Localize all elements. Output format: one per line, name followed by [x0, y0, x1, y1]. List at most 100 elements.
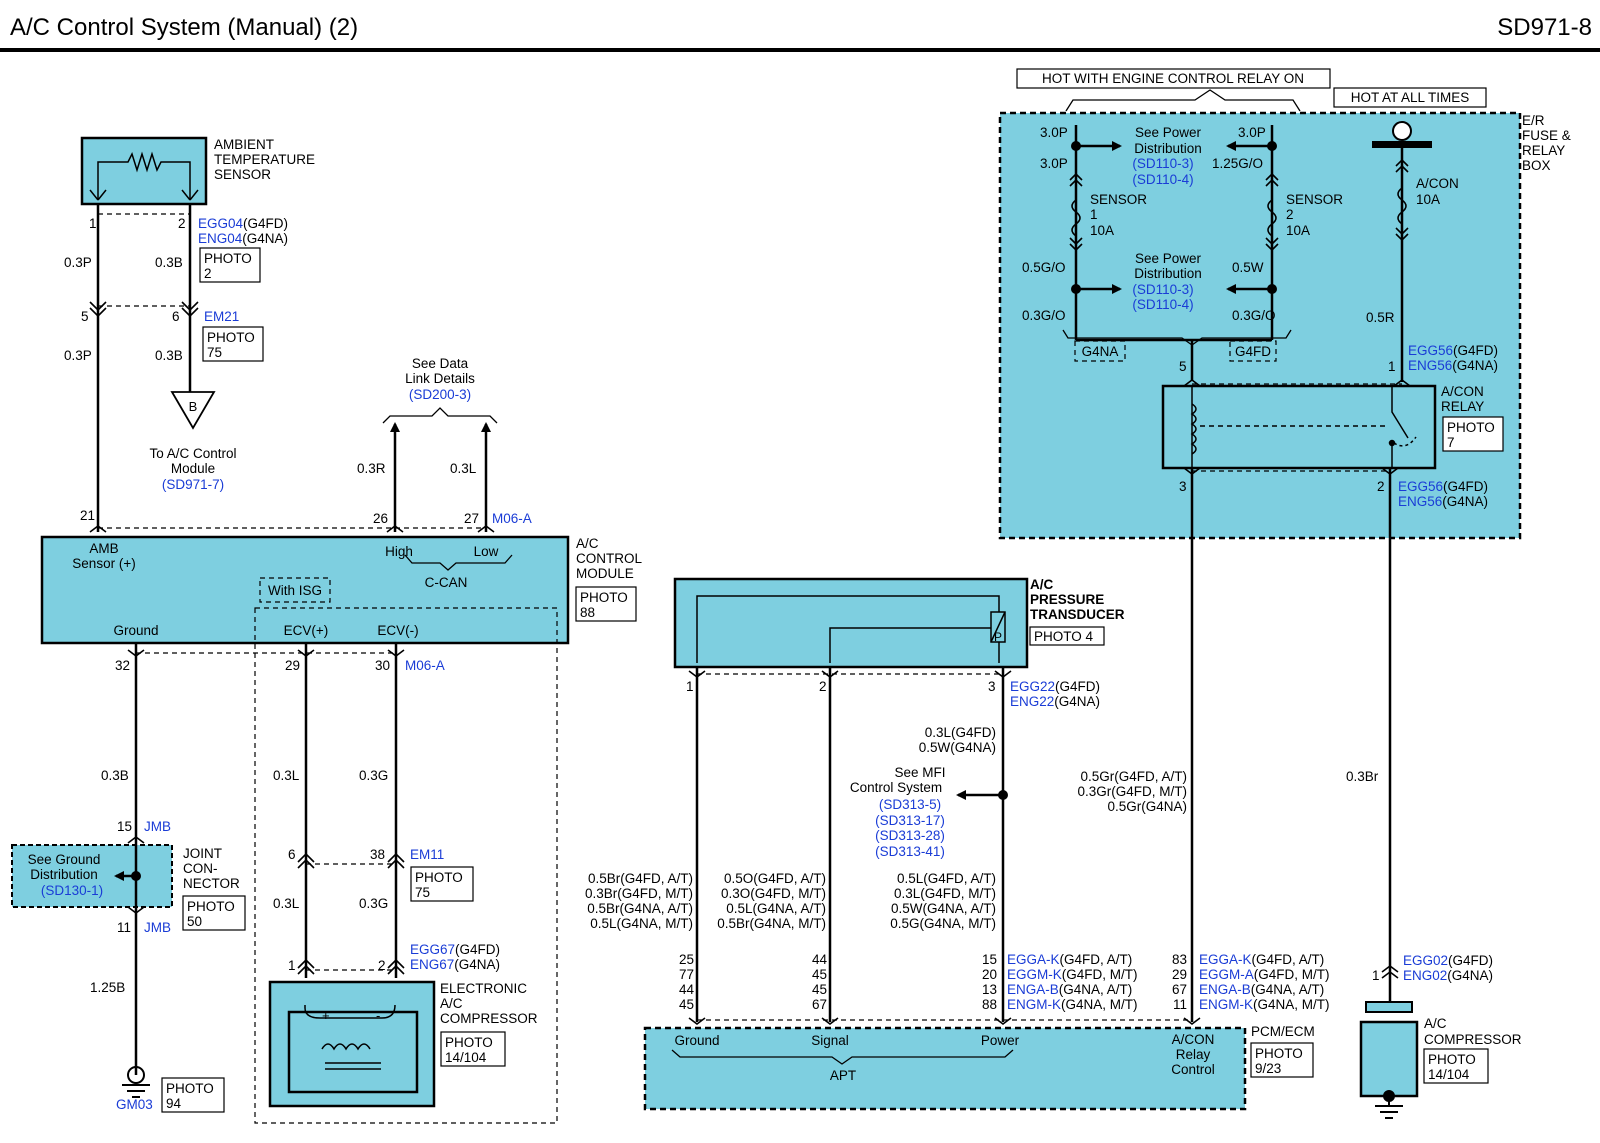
module-label-2: CONTROL	[576, 551, 642, 566]
transducer-pin-3: 3	[988, 679, 996, 694]
relay-photo-label: PHOTO	[1447, 420, 1495, 435]
p2-wire-4: 0.5Br(G4NA, M/T)	[717, 916, 826, 931]
m06a-connector-top: M06-A	[492, 511, 532, 526]
fuse-box-label-4: BOX	[1522, 158, 1551, 173]
jmb-pin-11: 11	[117, 920, 131, 935]
sensor1-fuse-num: 1	[1090, 207, 1098, 222]
mfi-ref-4: (SD313-41)	[875, 844, 945, 859]
thermistor-symbol	[89, 151, 199, 201]
sensor2-fuse-num: 2	[1286, 207, 1294, 222]
m06a-connector-bottom: M06-A	[405, 658, 445, 673]
compressor-photo-num: 14/104	[1428, 1067, 1470, 1082]
joint-connector-3: NECTOR	[183, 876, 240, 891]
hot-all-label: HOT AT ALL TIMES	[1351, 90, 1470, 105]
transducer-p3-wire-2: 0.5W(G4NA)	[919, 740, 996, 755]
pcm-power-pin-3: 13	[982, 982, 997, 997]
amb-wire-2-top: 0.3B	[155, 255, 183, 270]
pcm-relay-label-2: Relay	[1176, 1047, 1211, 1062]
sensor1-fuse-amp: 10A	[1090, 223, 1114, 238]
amb-pin-1: 1	[89, 216, 97, 231]
jmb-connector-1: JMB	[144, 819, 171, 834]
fuse-box-label-1: E/R	[1522, 113, 1545, 128]
amb-photo-label: PHOTO	[204, 251, 252, 266]
amb-conn-code-1: EGG04(G4FD)	[198, 216, 288, 231]
module-ecv-plus: ECV(+)	[284, 623, 329, 638]
data-link-text-1: See Data	[412, 356, 469, 371]
mfi-ref-3: (SD313-28)	[875, 828, 945, 843]
module-label-3: MODULE	[576, 566, 634, 581]
relay-label-2: RELAY	[1441, 399, 1484, 414]
electronic-compressor-photo-num: 14/104	[445, 1050, 487, 1065]
fuse-wire-125go: 1.25G/O	[1212, 156, 1263, 171]
ecv-pin-1: 1	[288, 958, 296, 973]
eng02-connector: ENG02(G4NA)	[1403, 968, 1493, 983]
pcm-signal-pin-2: 45	[812, 967, 827, 982]
ambient-temperature-sensor-box	[80, 136, 208, 206]
fuse-wire-05go: 0.5G/O	[1022, 260, 1066, 275]
fuse-wire-30p-c: 3.0P	[1040, 156, 1068, 171]
fuse-wire-05r: 0.5R	[1366, 310, 1395, 325]
pcm-power-pin-4: 88	[982, 997, 997, 1012]
ecv-wire-b: 0.3G	[359, 768, 388, 783]
connector-group-lines	[98, 213, 1402, 1124]
transducer-pin-1: 1	[686, 679, 694, 694]
ac-compressor-clutch	[1365, 1001, 1413, 1013]
electronic-compressor-2: A/C	[440, 996, 463, 1011]
pcm-relay-pin-4: 11	[1173, 997, 1187, 1012]
sensor2-fuse-label: SENSOR	[1286, 192, 1343, 207]
relay-pin-3: 3	[1179, 479, 1187, 494]
junction-dots	[131, 141, 1277, 881]
data-link-text-2: Link Details	[405, 371, 475, 386]
relay-pin-2: 2	[1377, 479, 1385, 494]
compressor-pin-1: 1	[1372, 968, 1380, 983]
em11-photo-num: 75	[415, 885, 430, 900]
module-amb-1: AMB	[89, 541, 118, 556]
module-with-isg: With ISG	[268, 583, 322, 598]
pcm-relay-pin-2: 29	[1172, 967, 1187, 982]
compressor-coil-icon	[287, 1004, 419, 1094]
module-pin-29: 29	[285, 658, 300, 673]
pcm-relay-conn-4: ENGM-K(G4NA, M/T)	[1199, 997, 1330, 1012]
module-high: High	[385, 544, 413, 559]
acon-fuse-amp: 10A	[1416, 192, 1440, 207]
pcm-ground-pin-2: 77	[679, 967, 694, 982]
see-ground-1: See Ground	[28, 852, 101, 867]
boxed-labels	[161, 68, 1504, 1113]
compressor-photo-label: PHOTO	[1428, 1052, 1476, 1067]
amb-wire-1-top: 0.3P	[64, 255, 92, 270]
amb-photo-num: 2	[204, 266, 212, 281]
pcm-ground-pin-1: 25	[679, 952, 694, 967]
module-amb-2: Sensor (+)	[72, 556, 135, 571]
p2-wire-3: 0.5L(G4NA, A/T)	[726, 901, 826, 916]
egg22-connector: EGG22(G4FD)	[1010, 679, 1100, 694]
pcm-photo-label: PHOTO	[1255, 1046, 1303, 1061]
ecv-wire-a: 0.3L	[273, 768, 300, 783]
module-pin-21: 21	[80, 508, 95, 523]
gm03-photo-label: PHOTO	[166, 1081, 214, 1096]
module-low: Low	[474, 544, 499, 559]
em11-photo-label: PHOTO	[415, 870, 463, 885]
pcm-power-pin-1: 15	[982, 952, 997, 967]
pcm-signal-pin-3: 45	[812, 982, 827, 997]
transducer-internals	[696, 595, 1006, 663]
wires	[96, 125, 1404, 1075]
page-id: SD971-8	[1497, 14, 1592, 41]
module-pin-30: 30	[375, 658, 390, 673]
em21-photo-label: PHOTO	[207, 330, 255, 345]
pcm-relay-conn-3: ENGA-B(G4NA, A/T)	[1199, 982, 1324, 997]
fuse-symbols	[1069, 158, 1409, 252]
fuse-wire-03go-b: 0.3G/O	[1232, 308, 1276, 323]
hot-engine-label: HOT WITH ENGINE CONTROL RELAY ON	[1042, 71, 1304, 86]
amb-pin-6: 6	[172, 309, 180, 324]
pcm-relay-label-3: Control	[1171, 1062, 1215, 1077]
module-label-1: A/C	[576, 536, 599, 551]
see-power-1a: See Power	[1135, 125, 1202, 140]
ecv-wire-c: 0.3L	[273, 896, 300, 911]
p3b-wire-2: 0.3L(G4FD, M/T)	[894, 886, 996, 901]
sensor1-fuse-label: SENSOR	[1090, 192, 1147, 207]
mfi-ref-2: (SD313-17)	[875, 813, 945, 828]
p1-wire-2: 0.3Br(G4FD, M/T)	[585, 886, 693, 901]
relay-wire-2: 0.3Gr(G4FD, M/T)	[1077, 784, 1187, 799]
p3b-wire-1: 0.5L(G4FD, A/T)	[897, 871, 996, 886]
pcm-relay-conn-1: EGGA-K(G4FD, A/T)	[1199, 952, 1324, 967]
